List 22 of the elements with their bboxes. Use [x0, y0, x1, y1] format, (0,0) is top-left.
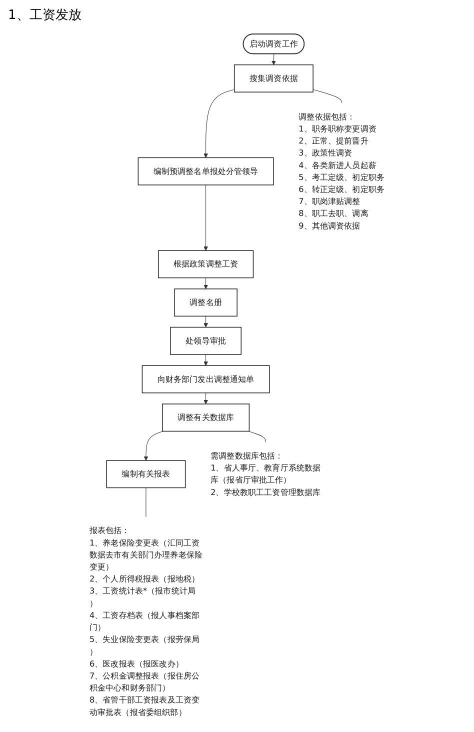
arrow [204, 392, 208, 404]
node-box: 调整有关数据库 [162, 404, 250, 432]
node-box: 编制有关报表 [106, 460, 186, 488]
diagram-title: 1、工资发放 [8, 7, 82, 24]
arrow [204, 184, 208, 251]
node-text: 调整依据包括： 1、职务职称变更调资 2、正常、提前晋升 3、政策性调资 4、各类新进人员起薪 5、考工定级、初定职务 6、转正定级、初定职务 7、职岗津贴调整 8、职工去职、调离 9、其他调资依据 [298, 112, 385, 230]
arrow [204, 316, 208, 328]
node-box: 搜集调资依据 [234, 64, 314, 92]
node-text: 需调整数据库包括： 1、省人事厅、教育厅系统数据库（报省厅审批工作） 2、学校教职工工资管理数据库 [210, 450, 321, 497]
connector [248, 430, 266, 443]
arrow [204, 89, 235, 158]
node-text: 报表包括： 1、养老保险变更表（汇同工资数据去市有关部门办理养老保险变更） 2、个人所得税报表（报地税） 3、工资统计表*（报市统计局） 4、工资存档表（报人事档案部门） 5、失业保险变更表（报劳保局） 6、医改报表（报医改办） 7、公积金调整报表（报住房公积金中心和财务部门） 8、省管干部工资报表及工资变动审批表（报省委组织部） [89, 526, 202, 717]
connector [312, 89, 342, 104]
node-box: 处领导审批 [170, 326, 242, 355]
node-box: 根据政策调整工资 [158, 250, 254, 278]
arrow [144, 430, 164, 461]
arrow [204, 278, 208, 290]
node-box: 调整名册 [174, 288, 238, 317]
arrow [204, 354, 208, 366]
node-box: 编制预调整名单报处分管领导 [138, 157, 274, 186]
arrow [271, 54, 276, 66]
node-box: 向财务部门发出调整通知单 [142, 365, 270, 394]
